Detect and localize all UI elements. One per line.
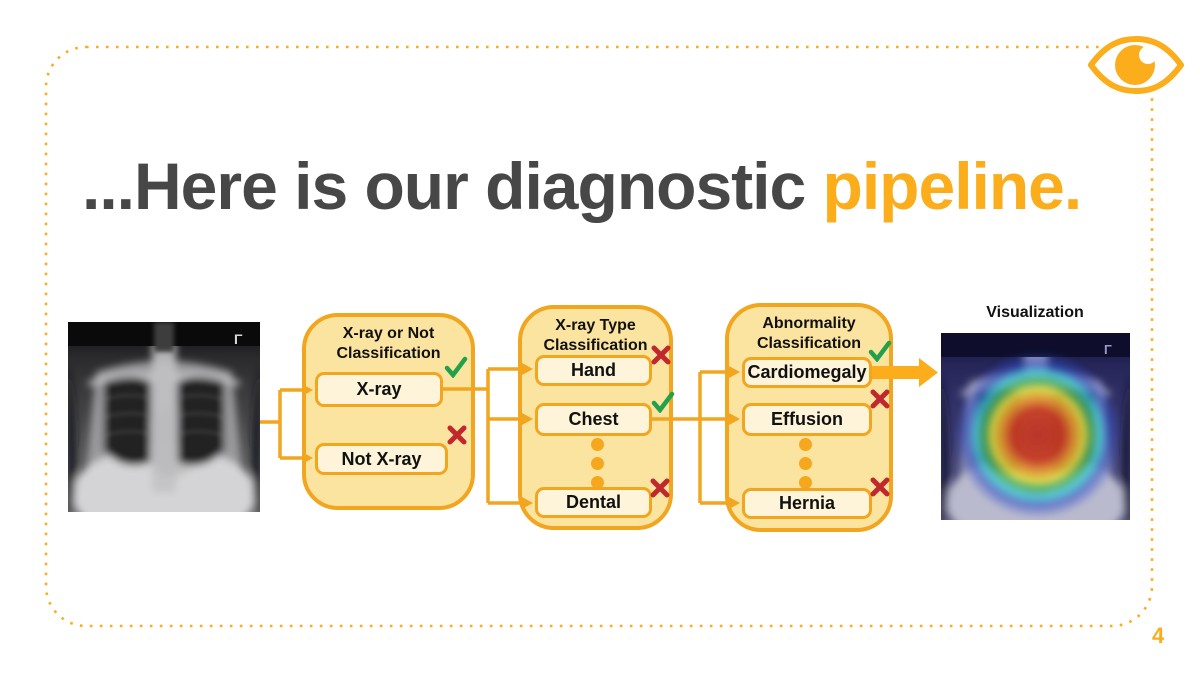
option-label: X-ray [356, 379, 402, 399]
stage-title-line2: Classification [756, 335, 862, 352]
option-not-xray: Not X-ray [315, 443, 448, 475]
option-hernia: Hernia [742, 488, 872, 519]
cross-icon [649, 477, 671, 499]
option-label: Hand [571, 360, 616, 380]
title-text: ...Here is our diagnostic [82, 149, 823, 223]
option-xray: X-ray [315, 372, 443, 407]
cross-icon [869, 388, 891, 410]
option-label: Effusion [771, 409, 843, 429]
stage-xray-or-not: X-ray or Not Classification [302, 313, 475, 510]
stage-title-line1: X-ray or Not [342, 325, 435, 342]
ellipsis-dots-icon [799, 438, 812, 489]
stage-title: Abnormality Classification [729, 307, 889, 354]
slide-title: ...Here is our diagnostic pipeline. [82, 149, 1083, 223]
check-icon [868, 340, 892, 362]
stage-title: X-ray or Not Classification [306, 317, 471, 364]
stage-title: X-ray Type Classification [522, 309, 669, 356]
stage-title-line2: Classification [336, 345, 441, 362]
cross-icon [650, 344, 672, 366]
option-label: Hernia [778, 493, 836, 513]
option-label: Chest [568, 409, 619, 429]
option-effusion: Effusion [742, 403, 872, 436]
input-xray-image: Γ [68, 322, 260, 512]
title-highlight: pipeline. [822, 149, 1083, 223]
check-icon [444, 356, 468, 378]
eye-logo-icon [1088, 36, 1184, 94]
ellipsis-dots-icon [591, 438, 604, 489]
option-label: Dental [565, 492, 621, 512]
check-icon [651, 391, 675, 413]
visualization-label: Visualization [986, 304, 1084, 321]
cross-icon [869, 476, 891, 498]
xray-side-marker: Γ [234, 331, 243, 347]
stage-title-line1: X-ray Type [555, 317, 636, 334]
option-chest: Chest [535, 403, 652, 436]
viz-side-marker: Γ [1104, 342, 1112, 357]
option-label: Cardiomegaly [747, 362, 867, 382]
cross-icon [446, 424, 468, 446]
stage-title-line2: Classification [543, 337, 648, 354]
stage-title-line1: Abnormality [762, 315, 856, 332]
option-dental: Dental [535, 487, 652, 518]
option-cardiomegaly: Cardiomegaly [742, 357, 872, 388]
page-number: 4 [1152, 623, 1165, 648]
visualization-heatmap-image: Γ [941, 333, 1130, 520]
option-hand: Hand [535, 355, 652, 386]
option-label: Not X-ray [341, 448, 422, 469]
